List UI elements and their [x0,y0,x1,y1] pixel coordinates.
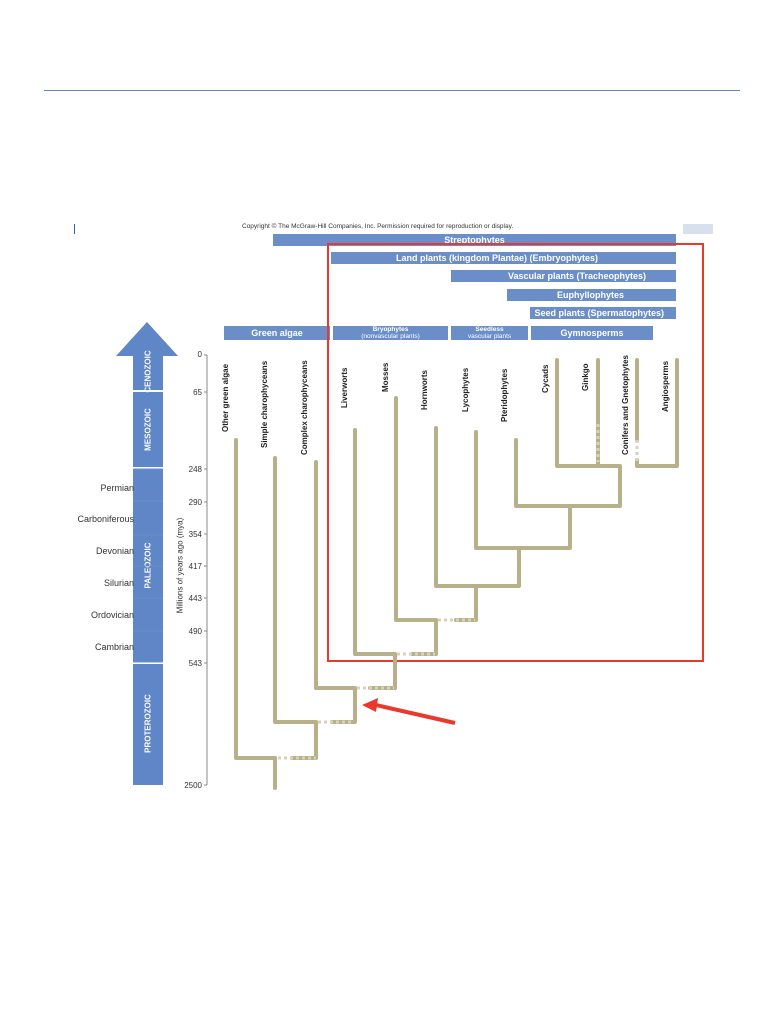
copyright-notice: Copyright © The McGraw-Hill Companies, I… [242,223,514,230]
bar-euphyllophytes: Euphyllophytes [507,289,676,301]
bar-vascular-plants: Vascular plants (Tracheophytes) [451,270,676,282]
taxon-ginkgo: Ginkgo [581,363,590,391]
period-carboniferous: Carboniferous [77,514,134,524]
taxon-pteridophytes: Pteridophytes [500,368,509,422]
taxon-angiosperms: Angiosperms [661,360,670,412]
bar-bryophytes: Bryophytes (nonvascular plants) [333,326,448,340]
taxon-conifers-gnetophytes: Conifers and Gnetophytes [621,354,630,455]
bar-land-plants: Land plants (kingdom Plantae) (Embryophy… [331,252,676,264]
era-mesozoic-bg [133,392,163,467]
bar-seedless-vascular: Seedless vascular plants [451,326,528,340]
ytick-354: 354 [188,530,202,539]
period-ordovician: Ordovician [90,610,134,620]
branch-angiosperms [635,410,679,468]
ytick-543: 543 [188,659,202,668]
highlight-box [327,243,704,662]
period-devonian: Devonian [95,546,134,556]
branch-other-green-algae [234,438,277,760]
taxon-lycophytes: Lycophytes [461,367,470,412]
era-cenozoic-bg [133,356,163,390]
bar-gymnosperms: Gymnosperms [531,326,653,340]
taxon-simple-charophyceans: Simple charophyceans [260,360,269,448]
bryophytes-line2: (nonvascular plants) [361,333,420,340]
corner-box [683,224,713,234]
seedless-line1: Seedless [475,326,504,333]
period-cambrian: Cambrian [94,642,134,652]
ytick-248: 248 [188,465,202,474]
ytick-0: 0 [197,350,202,359]
ytick-490: 490 [188,627,202,636]
branch-hornworts [434,426,478,622]
seedless-line2: vascular plants [467,333,512,340]
era-proterozoic-bg [133,664,163,785]
slide-marker [74,224,75,234]
branch-mosses [394,396,438,656]
branch-complex-charophyceans [314,460,357,724]
pointer-arrow-shaft [375,703,456,725]
header-rule [44,90,740,91]
bar-seed-plants: Seed plants (Spermatophytes) [530,307,676,319]
era-arrow-head [116,322,178,356]
period-silurian: Silurian [103,578,134,588]
ytick-2500: 2500 [184,781,202,790]
period-permian: Permian [100,483,134,493]
branch-lycophytes [474,430,521,588]
branch-simple-charophyceans [273,456,318,760]
bryophytes-line1: Bryophytes [372,326,409,333]
branch-liverworts [353,428,397,690]
bar-green-algae: Green algae [224,326,330,340]
ytick-65: 65 [193,388,202,397]
ytick-290: 290 [188,498,202,507]
taxon-mosses: Mosses [381,362,390,392]
ytick-443: 443 [188,594,202,603]
branch-cycads [555,410,622,508]
taxon-liverworts: Liverworts [340,367,349,408]
taxon-cycads: Cycads [541,364,550,393]
branch-pteridophytes [514,438,572,550]
taxon-hornworts: Hornworts [420,370,429,410]
pointer-arrow-head [362,698,378,712]
taxon-other-green-algae: Other green algae [221,363,230,432]
taxon-complex-charophyceans: Complex charophyceans [300,360,309,455]
ytick-417: 417 [188,562,202,571]
